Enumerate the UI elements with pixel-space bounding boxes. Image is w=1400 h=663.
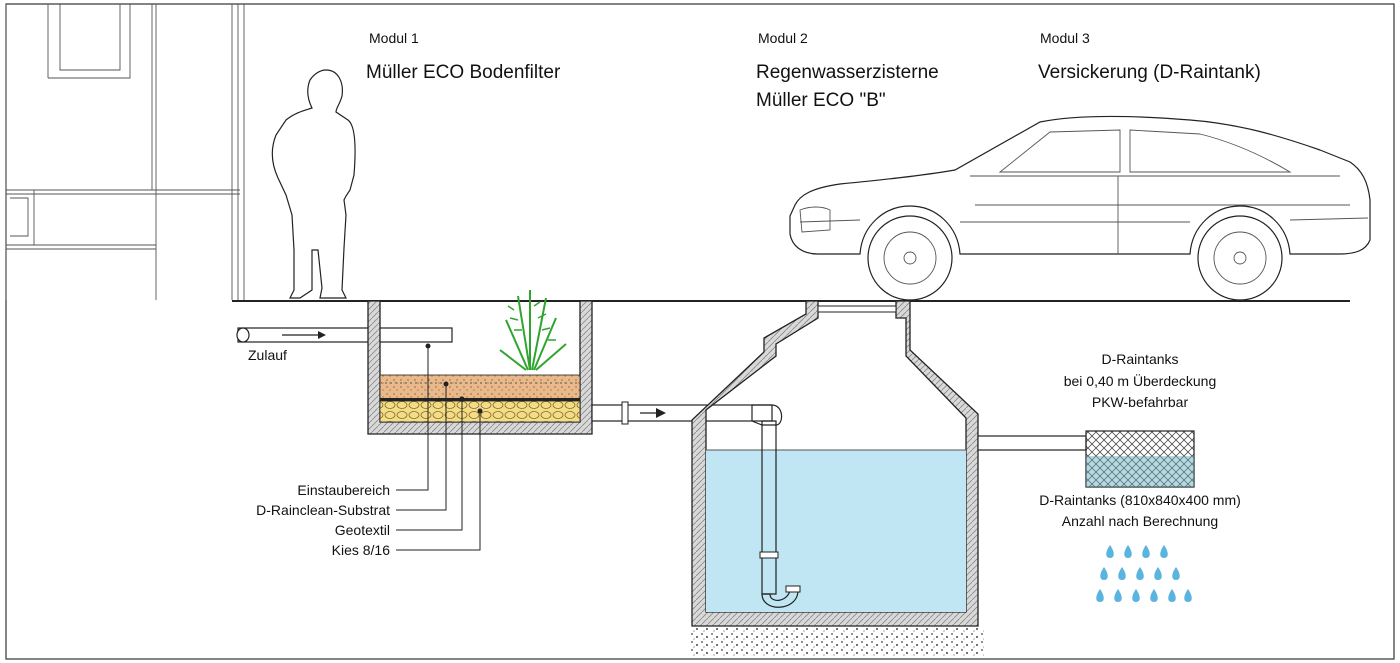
module3-title: Versickerung (D-Raintank) bbox=[1038, 62, 1261, 83]
raintank-block bbox=[1085, 430, 1195, 488]
plant-icon bbox=[499, 290, 567, 371]
raintank-info-line1: D-Raintanks bbox=[1101, 351, 1178, 367]
raintank-spec-line2: Anzahl nach Berechnung bbox=[1062, 513, 1218, 529]
water-drop-icon bbox=[1172, 567, 1180, 580]
water-drop-icon bbox=[1096, 589, 1104, 602]
cistern bbox=[688, 300, 984, 656]
cistern-lid bbox=[817, 305, 897, 313]
overflow-pipe bbox=[977, 435, 1087, 451]
water-drop-icon bbox=[1118, 567, 1126, 580]
layer-label-geotextil: Geotextil bbox=[335, 522, 390, 538]
water-drop-icon bbox=[1168, 589, 1176, 602]
car bbox=[789, 115, 1371, 301]
raintank-info-line2: bei 0,40 m Überdeckung bbox=[1064, 372, 1217, 389]
diagram-frame bbox=[5, 3, 1395, 660]
person-silhouette bbox=[271, 69, 356, 299]
water-drop-icon bbox=[1150, 589, 1158, 602]
water-drop-icon bbox=[1154, 567, 1162, 580]
module2-title-line1: Regenwasserzisterne bbox=[756, 62, 939, 83]
inlet-pipe bbox=[236, 327, 453, 343]
water-drop-icon bbox=[1132, 589, 1140, 602]
layer-label-kies: Kies 8/16 bbox=[332, 542, 391, 558]
layer-label-substrat: D-Rainclean-Substrat bbox=[256, 502, 390, 518]
module2-title-line2: Müller ECO "B" bbox=[756, 90, 886, 111]
inlet-label: Zulauf bbox=[248, 347, 287, 363]
filter-basin bbox=[367, 300, 593, 435]
soil-bed bbox=[688, 628, 984, 656]
raintank-spec-line1: D-Raintanks (810x840x400 mm) bbox=[1039, 492, 1241, 508]
water-drop-icon bbox=[1160, 545, 1168, 558]
water-drop-icon bbox=[1184, 589, 1192, 602]
building bbox=[5, 4, 245, 300]
module2-number: Modul 2 bbox=[758, 30, 808, 46]
transfer-pipe bbox=[591, 401, 773, 425]
layer-leader-dots bbox=[425, 343, 483, 414]
water-drop-icon bbox=[1136, 567, 1144, 580]
module3-number: Modul 3 bbox=[1040, 30, 1090, 46]
raintank-info-line3: PKW-befahrbar bbox=[1092, 394, 1189, 410]
layer-label-einstaubereich: Einstaubereich bbox=[297, 482, 390, 498]
water-drop-icon bbox=[1142, 545, 1150, 558]
geotextile-layer bbox=[380, 398, 580, 401]
module1-number: Modul 1 bbox=[369, 30, 419, 46]
water-drop-icon bbox=[1100, 567, 1108, 580]
module1-title: Müller ECO Bodenfilter bbox=[366, 62, 561, 83]
infiltration-drops-icon bbox=[1096, 545, 1192, 602]
water-drop-icon bbox=[1114, 589, 1122, 602]
substrate-layer bbox=[379, 374, 581, 400]
water-drop-icon bbox=[1124, 545, 1132, 558]
layer-leader-lines bbox=[396, 346, 481, 551]
cistern-water bbox=[706, 450, 966, 612]
water-drop-icon bbox=[1106, 545, 1114, 558]
